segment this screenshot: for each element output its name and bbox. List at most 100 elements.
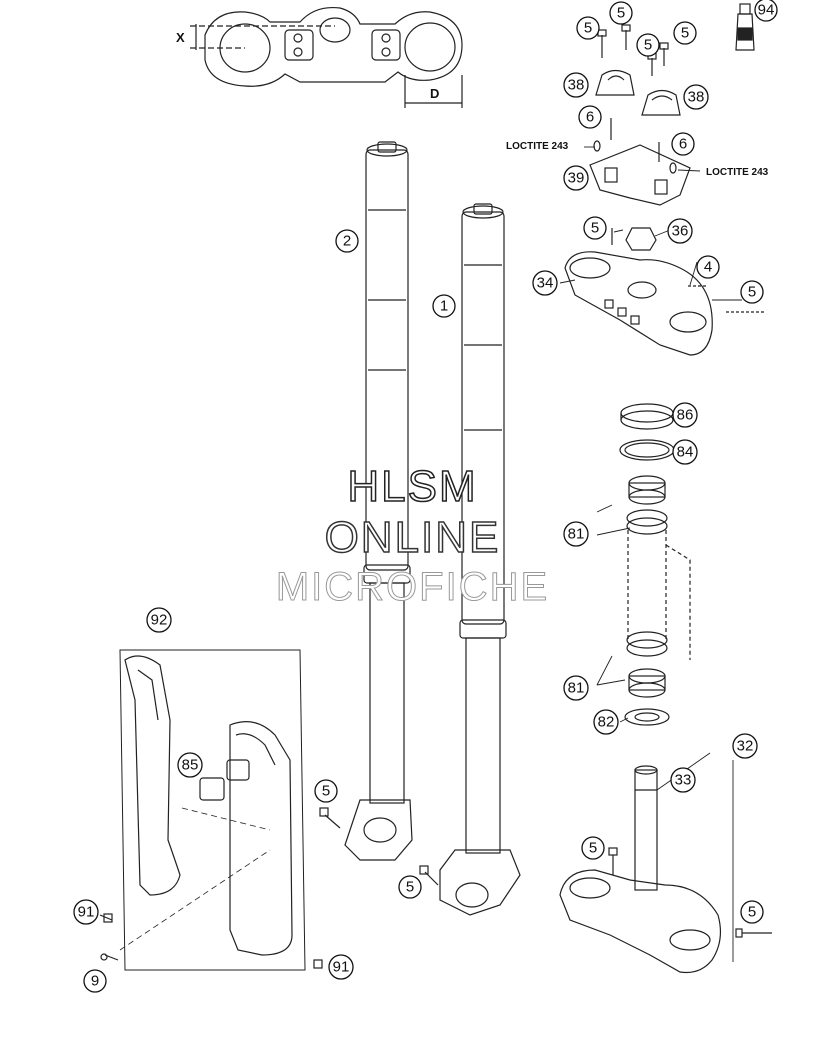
- fork-guard-box: [119, 649, 306, 971]
- bolt-5-left-leg: [319, 807, 341, 829]
- callout-5: 5: [740, 900, 764, 924]
- fork-leg-2: [344, 141, 413, 861]
- seal-82: [624, 708, 670, 726]
- dimension-x-label: X: [176, 30, 185, 45]
- callout-85: 85: [177, 752, 203, 778]
- callout-5: 5: [673, 21, 697, 45]
- screw-9: [100, 953, 119, 961]
- callout-1: 1: [432, 294, 456, 318]
- callout-91: 91: [73, 899, 99, 925]
- handlebar-clamp-38-left: [595, 69, 635, 96]
- seal-ring-84: [619, 439, 675, 461]
- top-clamp-34: [564, 227, 765, 356]
- watermark-line-1: HLSM: [347, 461, 478, 512]
- callout-5: 5: [740, 280, 764, 304]
- callout-6: 6: [578, 105, 602, 129]
- callout-82: 82: [593, 709, 619, 735]
- svg-text:94: 94: [758, 2, 775, 19]
- watermark-line-3: MICROFICHE: [275, 565, 550, 610]
- callout-5: 5: [636, 33, 660, 57]
- callout-5: 5: [576, 16, 600, 40]
- bolt-5-right-leg: [419, 865, 439, 886]
- callout-6: 6: [671, 132, 695, 156]
- fork-leg-1: [439, 203, 521, 916]
- callout-38: 38: [563, 72, 589, 98]
- svg-text:5: 5: [322, 783, 330, 800]
- callout-81: 81: [563, 521, 589, 547]
- callout-5: 5: [583, 216, 607, 240]
- svg-text:81: 81: [568, 526, 585, 543]
- svg-text:1: 1: [440, 298, 448, 315]
- svg-text:6: 6: [586, 109, 594, 126]
- svg-text:39: 39: [568, 170, 585, 187]
- svg-text:85: 85: [182, 757, 199, 774]
- fork-guard-92-left: [124, 655, 181, 896]
- svg-text:5: 5: [591, 220, 599, 237]
- callout-92: 92: [146, 607, 172, 633]
- callouts: 94 5 5 5 5 38 38 6 6 39 5 36 4 34 5 2 1 …: [73, 0, 778, 993]
- screw-91-right: [313, 959, 323, 969]
- steering-stem-outline: [627, 530, 691, 660]
- loctite-bottle-94: [735, 3, 755, 51]
- handlebar-clamp-38-right: [641, 89, 681, 116]
- watermark-line-2: ONLINE: [324, 512, 501, 563]
- stud-6-left: [593, 118, 612, 152]
- callout-5: 5: [314, 779, 338, 803]
- svg-text:86: 86: [677, 407, 694, 424]
- callout-4: 4: [696, 255, 720, 279]
- callout-86: 86: [672, 402, 698, 428]
- callout-5: 5: [398, 875, 422, 899]
- svg-text:38: 38: [688, 89, 705, 106]
- top-clamp-dimension-view: [190, 6, 463, 108]
- callout-39: 39: [563, 165, 589, 191]
- svg-text:5: 5: [584, 20, 592, 37]
- svg-text:81: 81: [568, 680, 585, 697]
- lower-clamp-32: [559, 765, 772, 974]
- stud-6-right: [658, 142, 677, 174]
- callout-84: 84: [672, 439, 698, 465]
- svg-text:9: 9: [91, 973, 99, 990]
- fork-guard-92-right: [229, 721, 293, 956]
- callout-38: 38: [683, 84, 709, 110]
- loctite-label-right: LOCTITE 243: [706, 167, 769, 178]
- dust-seal-86: [620, 403, 674, 430]
- svg-text:91: 91: [78, 904, 95, 921]
- svg-text:91: 91: [333, 959, 350, 976]
- bearing-81-lower: [626, 631, 668, 698]
- svg-text:4: 4: [704, 259, 712, 276]
- svg-text:92: 92: [151, 612, 168, 629]
- svg-text:6: 6: [679, 136, 687, 153]
- callout-5: 5: [609, 1, 633, 25]
- dimension-d-label: D: [430, 86, 439, 101]
- svg-text:5: 5: [681, 25, 689, 42]
- screw-91-left: [99, 913, 113, 923]
- loctite-label-left: LOCTITE 243: [506, 141, 569, 152]
- svg-text:5: 5: [617, 5, 625, 22]
- callout-33: 33: [670, 767, 696, 793]
- bar-mount-base-39: [589, 144, 691, 206]
- svg-text:5: 5: [644, 37, 652, 54]
- bearing-81-upper: [626, 475, 668, 535]
- guard-dash-lines: [119, 807, 271, 951]
- svg-text:32: 32: [737, 738, 754, 755]
- callout-36: 36: [667, 218, 693, 244]
- svg-text:5: 5: [748, 284, 756, 301]
- svg-text:84: 84: [677, 444, 694, 461]
- svg-text:82: 82: [598, 714, 615, 731]
- guard-clamp-85: [199, 759, 250, 801]
- svg-text:36: 36: [672, 223, 689, 240]
- svg-text:5: 5: [406, 879, 414, 896]
- callout-94: 94: [754, 0, 778, 22]
- svg-text:2: 2: [343, 233, 351, 250]
- callout-5: 5: [581, 836, 605, 860]
- svg-text:34: 34: [537, 275, 554, 292]
- callout-9: 9: [83, 969, 107, 993]
- callout-91: 91: [328, 954, 354, 980]
- svg-text:5: 5: [748, 904, 756, 921]
- leader-lines: [559, 146, 742, 962]
- callout-34: 34: [532, 270, 558, 296]
- svg-text:5: 5: [589, 840, 597, 857]
- callout-32: 32: [732, 733, 758, 759]
